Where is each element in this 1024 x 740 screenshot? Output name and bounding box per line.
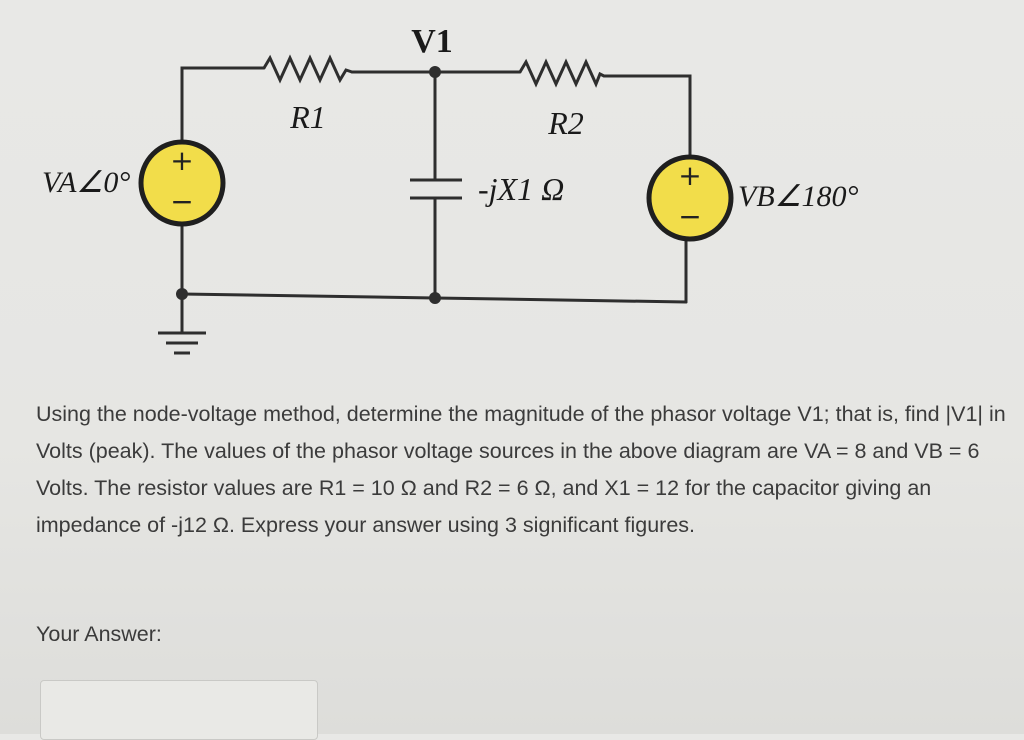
- r1-label: R1: [289, 99, 326, 135]
- resistor-r1: [262, 54, 353, 84]
- source-a-label: VA∠0°: [42, 166, 130, 199]
- r2-label: R2: [547, 105, 584, 141]
- source-b-plus: +: [678, 159, 701, 192]
- resistor-r2: [518, 58, 605, 88]
- ground-symbol: [158, 331, 206, 355]
- question-text: Using the node-voltage method, determine…: [36, 396, 1011, 544]
- voltage-source-b: + −: [646, 154, 734, 242]
- circuit-diagram: + − + − V1 R1 R2 -jX1 Ω VA∠0° VB∠180°: [42, 23, 859, 355]
- source-a-minus: −: [170, 185, 193, 218]
- answer-label: Your Answer:: [36, 622, 162, 646]
- node-dots: [176, 66, 441, 304]
- node-v1-label: V1: [411, 23, 453, 60]
- source-b-label: VB∠180°: [738, 180, 859, 213]
- circuit-wires: [180, 66, 692, 335]
- source-a-plus: +: [170, 144, 193, 177]
- capacitor: [410, 178, 462, 200]
- answer-input[interactable]: [40, 680, 318, 740]
- source-b-minus: −: [678, 200, 701, 233]
- capacitor-label: -jX1 Ω: [478, 171, 564, 207]
- voltage-source-a: + −: [138, 139, 226, 227]
- question-paragraph: Using the node-voltage method, determine…: [36, 402, 1006, 537]
